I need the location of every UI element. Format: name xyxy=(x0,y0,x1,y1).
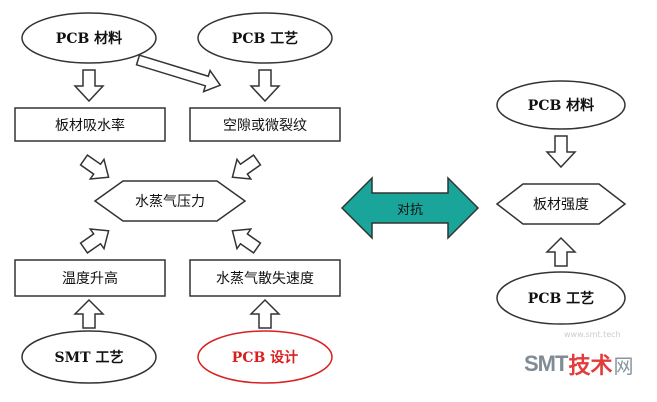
arrow-up-process-to-strength xyxy=(545,236,577,267)
hex-vapor-pressure xyxy=(93,180,247,222)
box-board-moisture xyxy=(14,107,166,142)
box-voids-cracks xyxy=(189,107,341,142)
arrow-down-process-to-voids xyxy=(249,69,281,103)
ellipse-pcb-material-left xyxy=(21,12,157,64)
ellipse-pcb-process-right xyxy=(496,271,626,325)
arrow-down-material-to-strength xyxy=(545,135,577,169)
arrow-diag-material-to-process xyxy=(135,54,222,93)
arrow-loss-to-pressure xyxy=(231,228,262,254)
ellipse-smt-process xyxy=(21,330,157,384)
hex-board-strength xyxy=(495,183,627,225)
arrow-up-design-to-loss xyxy=(249,298,281,329)
box-vapor-loss-rate xyxy=(189,259,341,297)
watermark-url: www.smt.tech xyxy=(564,330,621,339)
arrow-temp-to-pressure xyxy=(79,228,110,254)
arrow-voids-to-pressure xyxy=(231,154,262,180)
ellipse-pcb-design xyxy=(197,330,333,384)
ellipse-pcb-material-right xyxy=(496,80,626,130)
arrow-up-smt-to-temp xyxy=(73,298,105,329)
double-arrow-opposition xyxy=(340,176,480,240)
arrow-down-material-to-moisture xyxy=(73,69,105,103)
arrow-moisture-to-pressure xyxy=(79,154,110,180)
ellipse-pcb-process-top xyxy=(197,12,333,64)
box-temp-rise xyxy=(14,259,166,297)
